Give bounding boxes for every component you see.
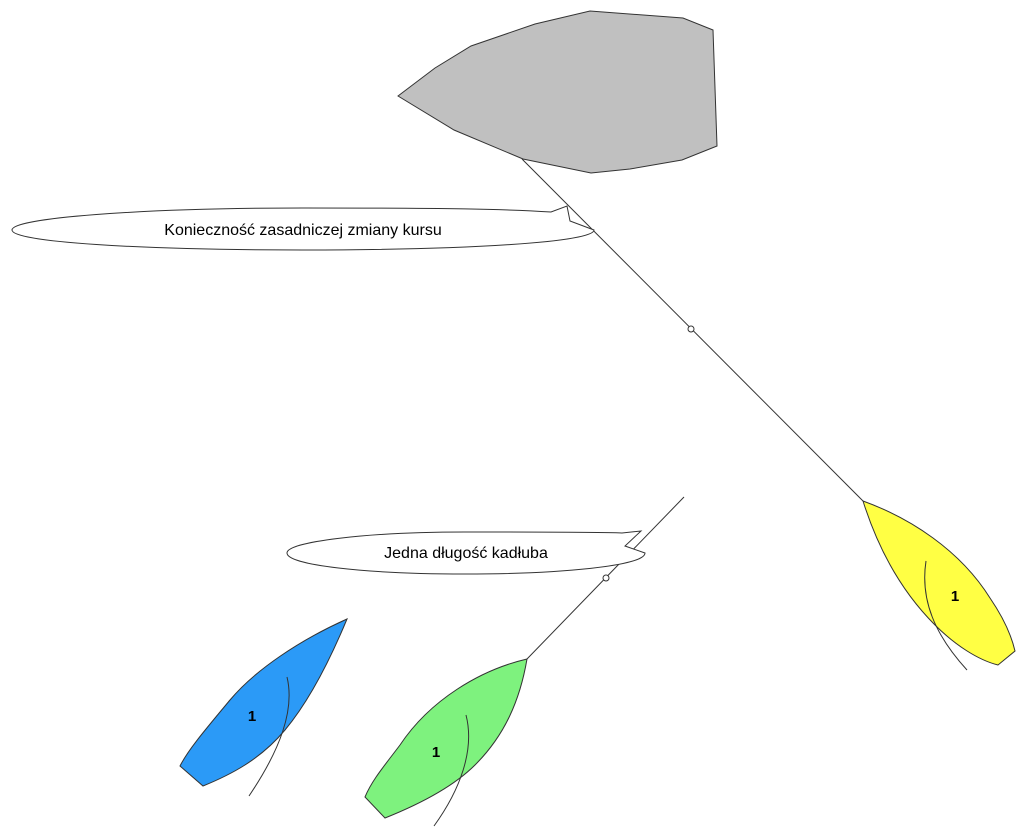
mark-obstacle <box>397 10 718 174</box>
boat-number: 1 <box>951 588 959 605</box>
boat-number: 1 <box>432 744 440 761</box>
boat-sail <box>433 714 470 827</box>
callout-bubble <box>286 530 646 575</box>
course-line-midpoint <box>602 574 610 582</box>
boat-number: 1 <box>248 708 256 725</box>
callout-course-change: Konieczność zasadniczej zmiany kursu <box>11 205 595 251</box>
boat-sail <box>248 676 290 797</box>
boat-sail <box>924 560 968 671</box>
callout-bubble <box>11 205 595 251</box>
callout-hull-length: Jedna długość kadłuba <box>286 530 646 575</box>
boat-yellow: 1 <box>862 500 1016 671</box>
callout-text: Jedna długość kadłuba <box>384 545 548 562</box>
boat-green: 1 <box>364 658 528 827</box>
course-line-midpoint <box>687 325 695 333</box>
boat-hull <box>862 500 1016 666</box>
boat-hull <box>179 618 348 787</box>
boat-blue: 1 <box>179 618 348 797</box>
callout-text: Konieczność zasadniczej zmiany kursu <box>164 222 441 239</box>
course-line-green <box>526 496 685 660</box>
course-line-yellow <box>521 158 864 502</box>
mark-shape <box>397 10 718 174</box>
boat-hull <box>364 658 528 819</box>
